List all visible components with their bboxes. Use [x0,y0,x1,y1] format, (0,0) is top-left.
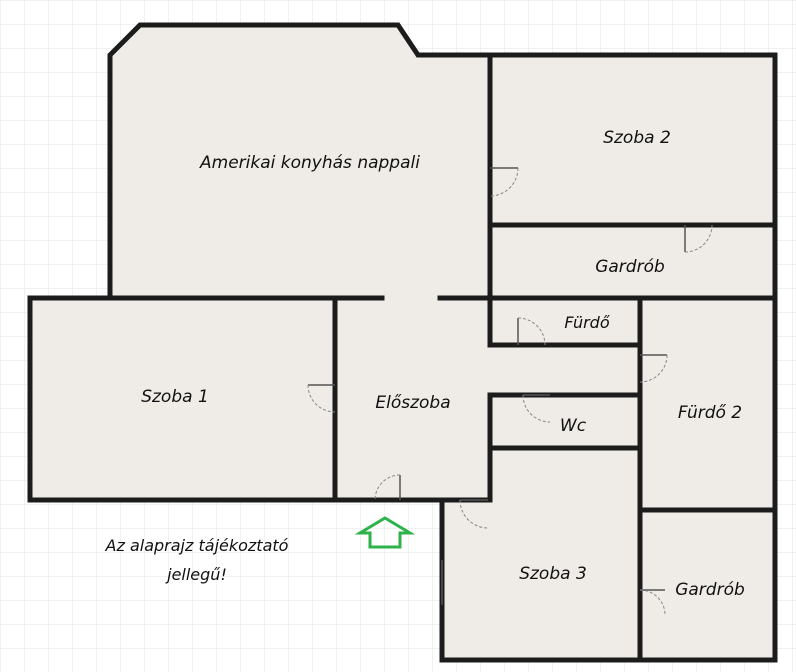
doors [307,167,713,616]
room-label-room2: Szoba 2 [603,128,671,148]
disclaimer-line2: jellegű! [165,565,227,584]
room-label-hall: Előszoba [375,393,450,413]
room-label-room3: Szoba 3 [519,564,587,584]
disclaimer-line1: Az alaprajz tájékoztató [105,536,289,555]
room-label-bath1: Fürdő [564,313,609,332]
room-label-wardrobe2: Gardrób [675,580,745,600]
floor-area [30,25,775,660]
entrance-arrow-icon [354,516,416,549]
room-label-room1: Szoba 1 [141,387,209,407]
room-label-wc: Wc [560,416,587,436]
room-label-bath2: Fürdő 2 [678,403,742,423]
walls [27,22,778,663]
room-label-wardrobe1: Gardrób [595,257,665,277]
room-label-living: Amerikai konyhás nappali [199,153,420,173]
